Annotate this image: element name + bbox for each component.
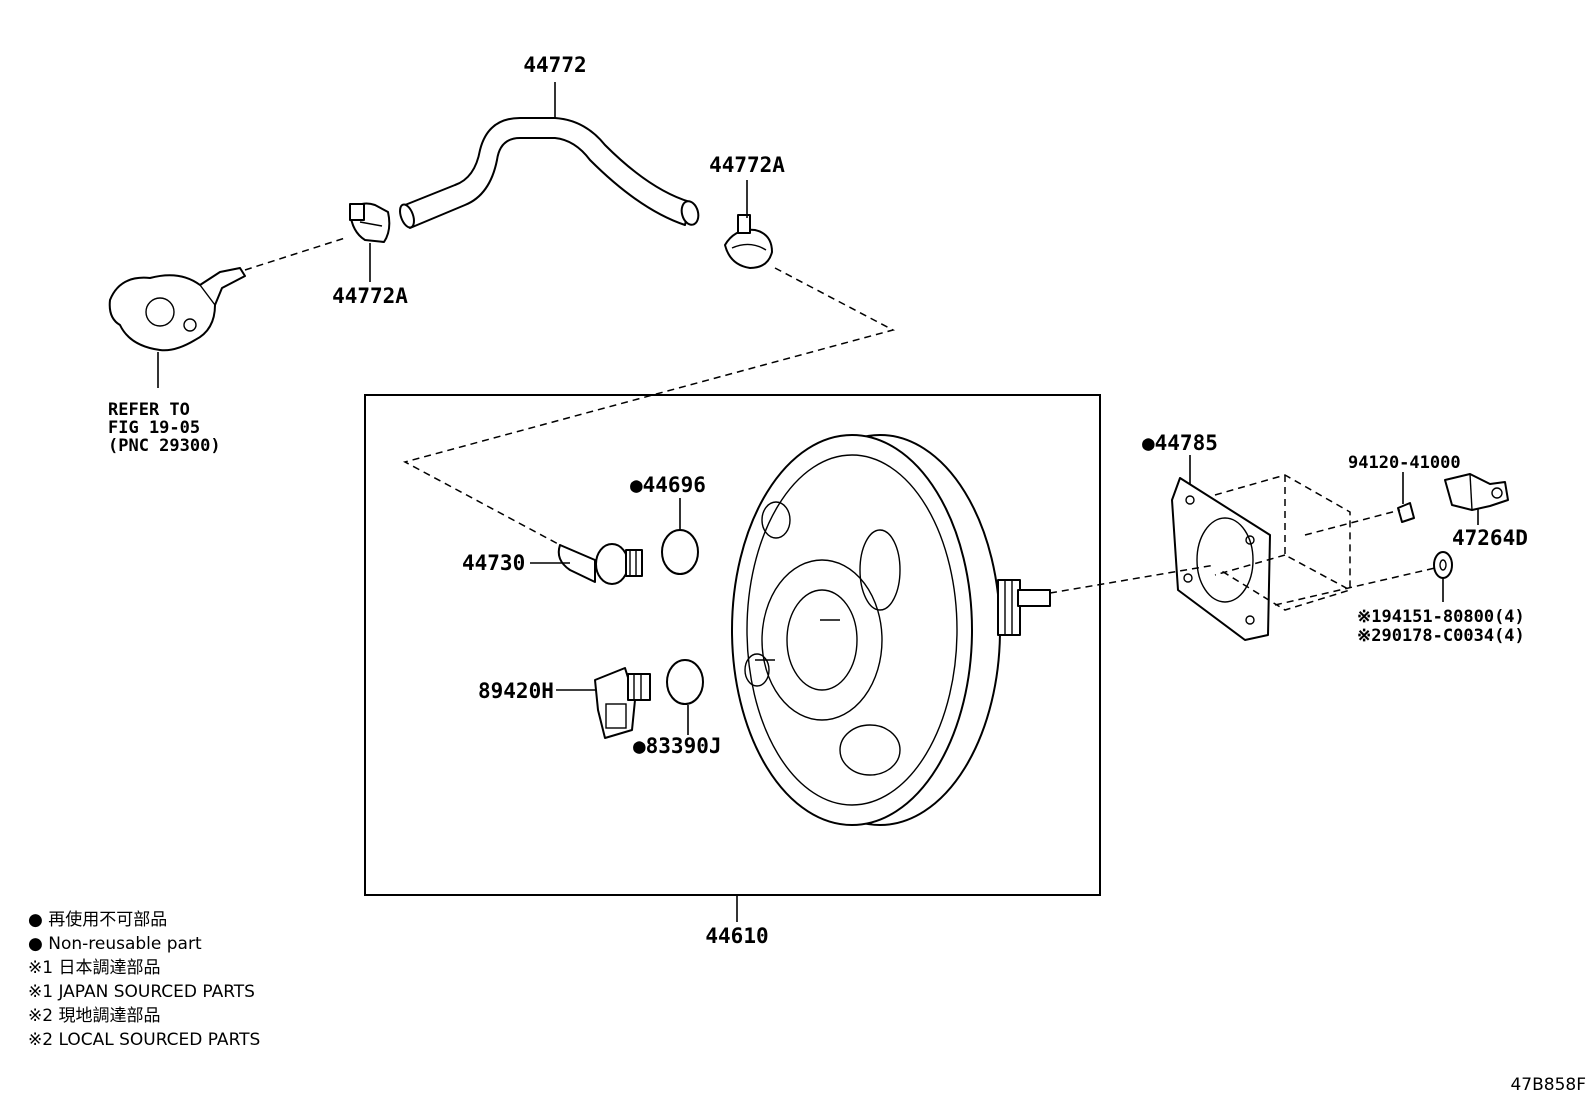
label-grommet-top: ●44696 (630, 473, 706, 497)
label-refer-line1: REFER TO (108, 400, 190, 420)
label-washer-2: ※290178-C0034(4) (1357, 626, 1525, 646)
label-nut-part: 94120-41000 (1348, 453, 1461, 473)
label-check-valve: 44730 (462, 551, 525, 575)
nut (1397, 502, 1415, 523)
label-pressure-sensor: 89420H (478, 679, 554, 703)
washer (1433, 551, 1453, 579)
dash-box-to-washer (1274, 567, 1436, 606)
dash-rod-to-gasket (1049, 564, 1216, 594)
legend-line-6: ※2 LOCAL SOURCED PARTS (28, 1030, 260, 1050)
dash-box-to-nut (1304, 509, 1401, 536)
label-clamp-right: 44772A (709, 153, 785, 177)
legend-line-2: ● Non-reusable part (28, 934, 202, 954)
booster-gasket (1171, 477, 1271, 641)
label-booster-assy: 44610 (705, 924, 768, 948)
label-bracket: 47264D (1452, 526, 1528, 550)
grommet-top (661, 529, 699, 575)
hose-clamp-right (724, 214, 773, 269)
label-gasket: ●44785 (1142, 431, 1218, 455)
legend-line-3: ※1 日本調達部品 (28, 958, 160, 978)
dash-pump-to-clamp (244, 237, 346, 271)
booster-assembly-frame (364, 394, 1101, 896)
dash-clamp-to-valve (402, 267, 896, 546)
legend-line-4: ※1 JAPAN SOURCED PARTS (28, 982, 255, 1002)
legend-line-5: ※2 現地調達部品 (28, 1006, 160, 1026)
label-clamp-left: 44772A (332, 284, 408, 308)
label-hose: 44772 (523, 53, 586, 77)
hose-clamp-left (349, 202, 391, 243)
vacuum-pump (108, 267, 246, 352)
vacuum-hose (399, 117, 700, 229)
label-refer-line3: (PNC 29300) (108, 436, 221, 456)
check-valve (557, 543, 643, 585)
label-washer-1: ※194151-80800(4) (1357, 607, 1525, 627)
label-grommet-bottom: ●83390J (633, 734, 722, 758)
pressure-sensor (594, 667, 651, 739)
legend-line-1: ● 再使用不可部品 (28, 909, 167, 930)
mounting-reference-box (1214, 474, 1351, 611)
figure-code: 47B858F (1510, 1075, 1586, 1095)
label-refer-line2: FIG 19-05 (108, 418, 200, 438)
grommet-bottom (666, 659, 704, 705)
brake-booster (731, 434, 1051, 826)
legend: ● 再使用不可部品 ● Non-reusable part ※1 日本調達部品 … (28, 909, 260, 1050)
bracket (1444, 473, 1509, 511)
